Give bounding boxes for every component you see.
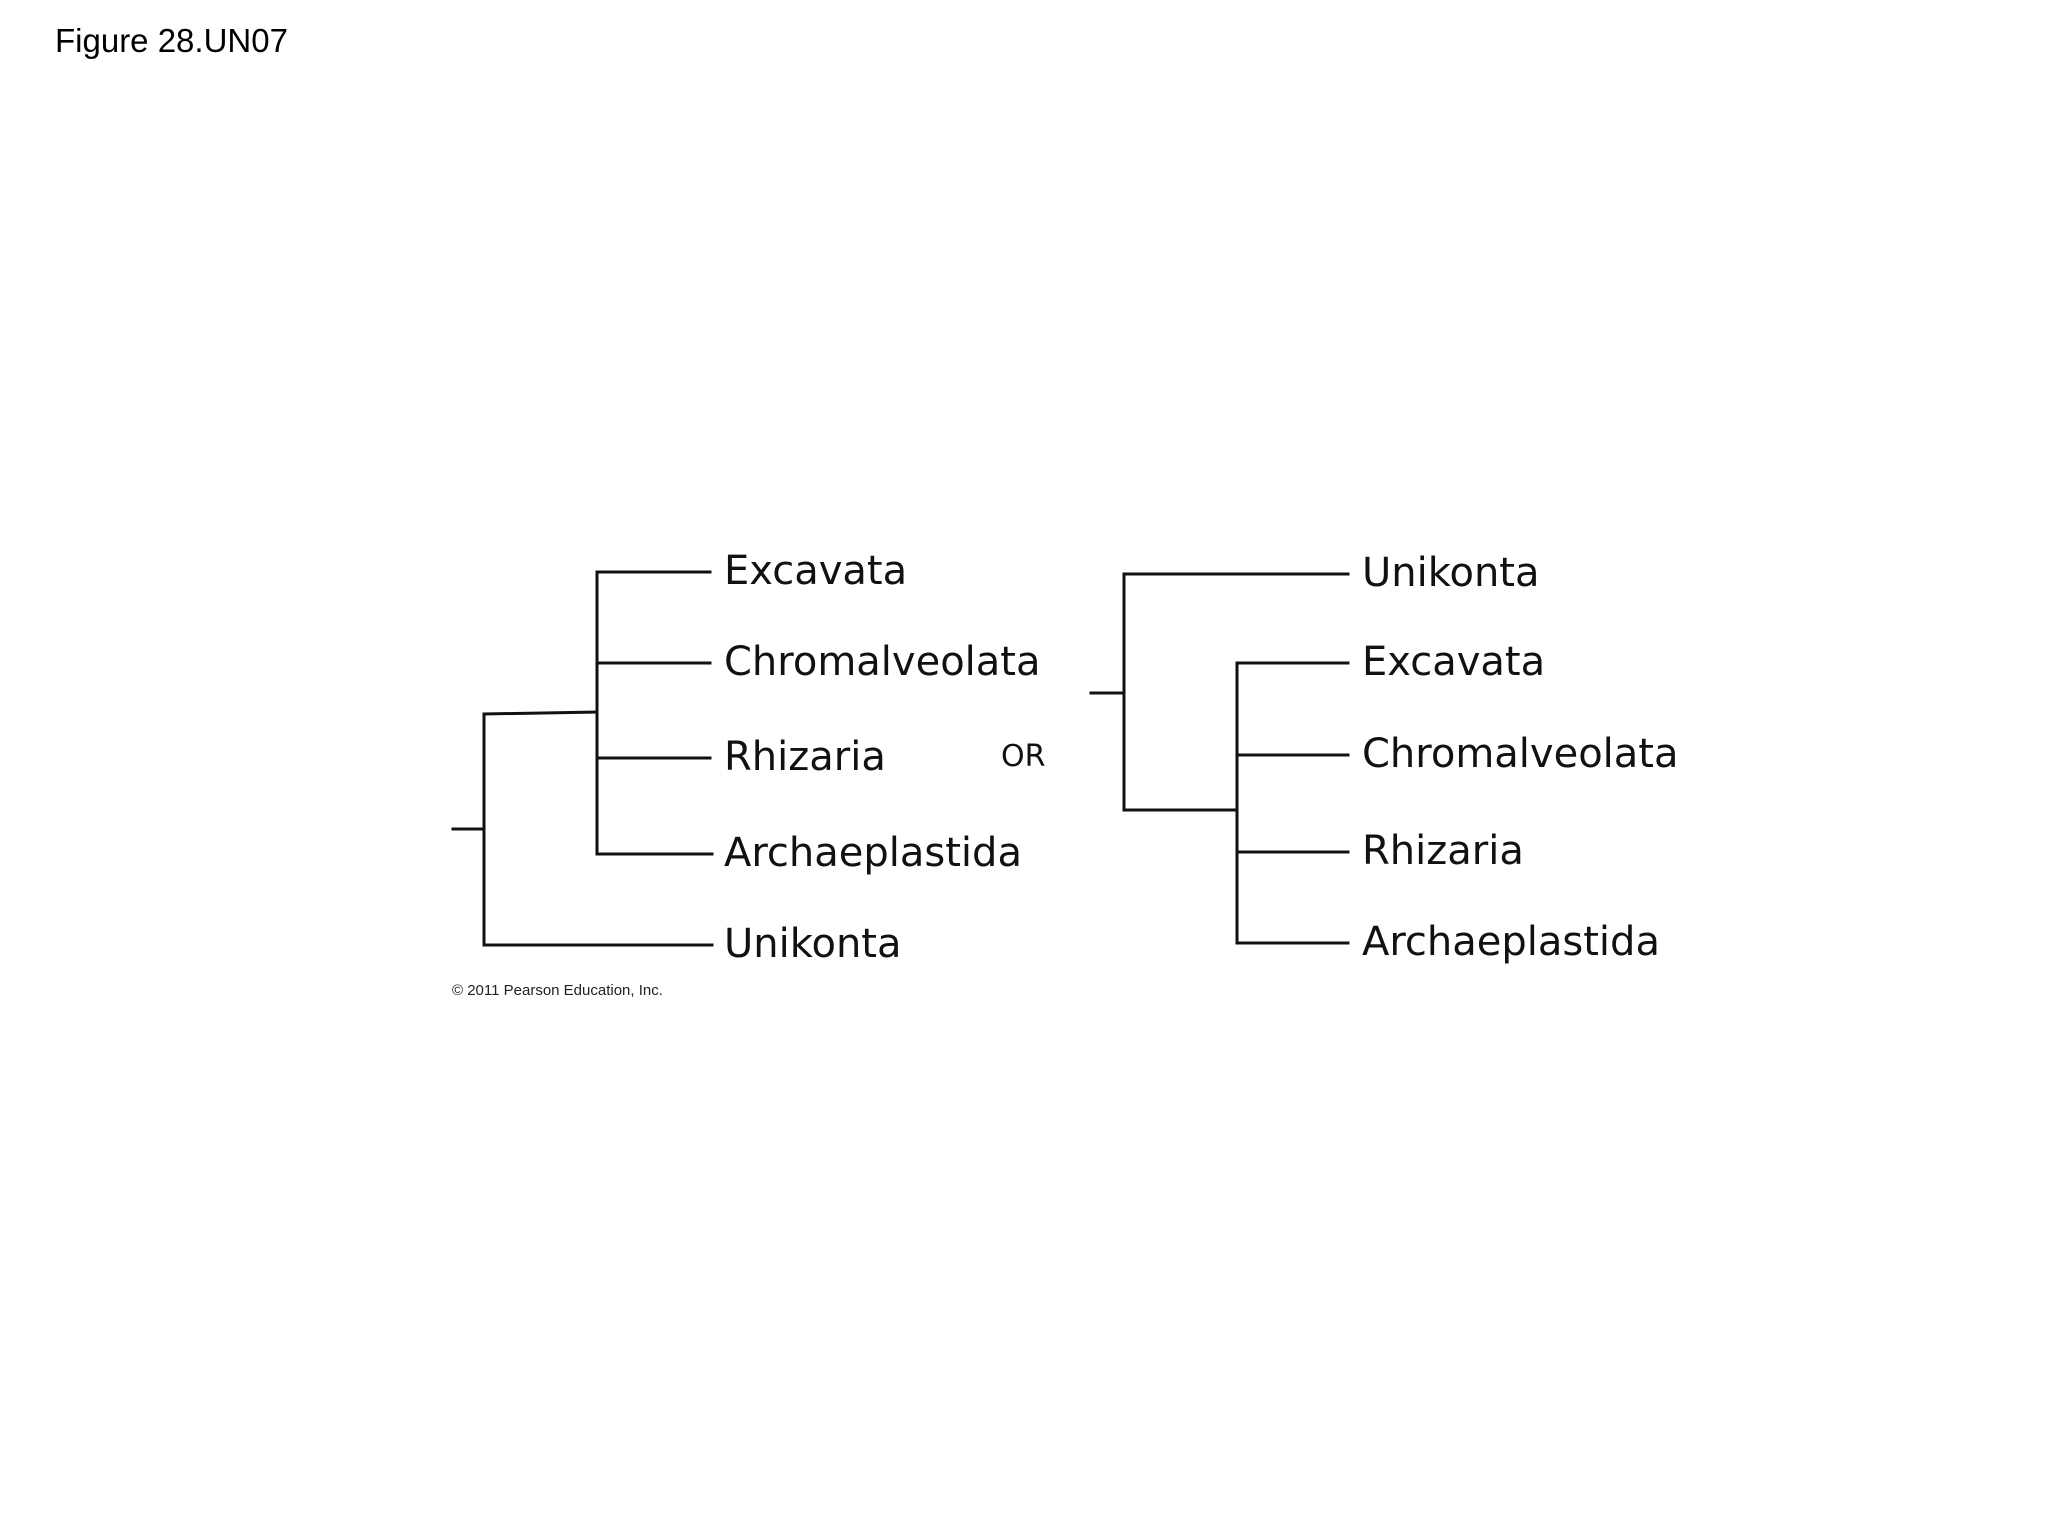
right-taxon-unikonta: Unikonta: [1362, 550, 1540, 596]
left-taxon-rhizaria: Rhizaria: [724, 734, 886, 780]
or-label: OR: [1001, 739, 1045, 774]
left-taxon-archaeplastida: Archaeplastida: [724, 830, 1022, 876]
figure-title: Figure 28.UN07: [55, 22, 288, 59]
right-tree: Unikonta Excavata Chromalveolata Rhizari…: [1089, 550, 1678, 965]
right-taxon-chromalveolata: Chromalveolata: [1362, 731, 1678, 777]
left-tree: Excavata Chromalveolata Rhizaria Archaep…: [451, 548, 1040, 967]
right-taxon-excavata: Excavata: [1362, 639, 1545, 685]
left-inner-stem: [482, 710, 599, 716]
left-taxon-chromalveolata: Chromalveolata: [724, 639, 1040, 685]
right-taxon-archaeplastida: Archaeplastida: [1362, 919, 1660, 965]
left-taxon-excavata: Excavata: [724, 548, 907, 594]
right-taxon-rhizaria: Rhizaria: [1362, 828, 1524, 874]
left-taxon-unikonta: Unikonta: [724, 921, 902, 967]
copyright-notice: © 2011 Pearson Education, Inc.: [452, 982, 663, 999]
